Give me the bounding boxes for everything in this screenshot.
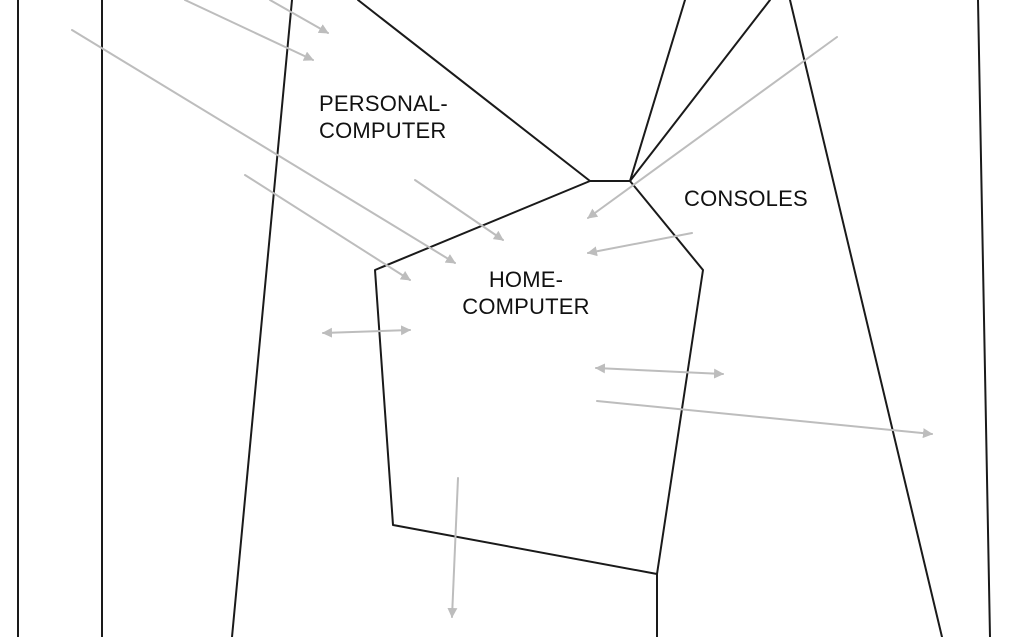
personal-computer-left-boundary	[231, 0, 293, 637]
personal-computer-label-line2: COMPUTER	[319, 118, 447, 143]
boundary-lines	[17, 0, 991, 637]
outer-right-border	[977, 0, 991, 637]
consoles-wedge-left-boundary	[629, 0, 686, 182]
home-computer-label: HOME- COMPUTER	[452, 266, 600, 320]
arrow-out-to-right	[596, 400, 933, 439]
arrow-consoles-long-into-home-computer	[587, 36, 838, 219]
consoles-wedge-right-boundary	[629, 0, 771, 182]
arrow-into-personal-computer-top	[269, 0, 329, 34]
arrow-personal-to-home-computer	[414, 179, 504, 241]
arrow-into-home-computer-left	[244, 174, 411, 281]
arrows	[71, 0, 933, 618]
arrow-bidirectional-right	[595, 363, 724, 379]
arrow-bidirectional-left	[322, 325, 411, 338]
personal-computer-label-line1: PERSONAL-	[319, 91, 448, 116]
personal-computer-label: PERSONAL- COMPUTER	[319, 90, 448, 144]
home-computer-label-line1: HOME-	[488, 267, 564, 292]
arrow-into-personal-computer	[184, 0, 314, 61]
arrow-down-out	[447, 477, 459, 618]
arrow-long-into-home-computer	[71, 29, 456, 264]
consoles-label: CONSOLES	[684, 185, 808, 212]
arrow-consoles-to-home-computer	[587, 232, 693, 257]
home-computer-label-line2: COMPUTER	[462, 294, 590, 319]
consoles-right-boundary	[789, 0, 943, 637]
personal-computer-right-boundary	[357, 0, 591, 182]
consoles-label-text: CONSOLES	[684, 186, 808, 211]
